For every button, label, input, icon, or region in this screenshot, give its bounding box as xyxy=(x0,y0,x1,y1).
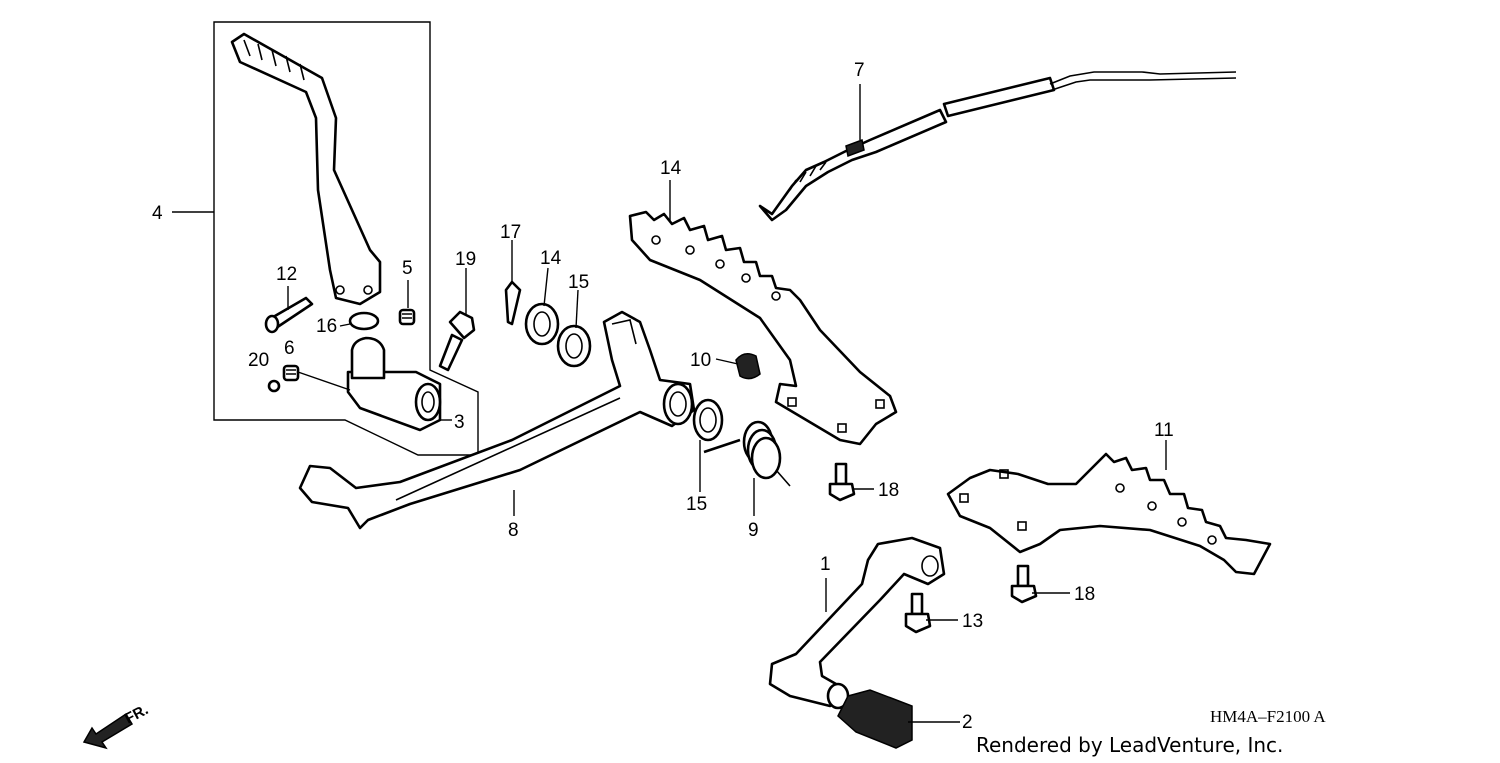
callout-15-upper: 15 xyxy=(568,272,589,293)
washer-15-upper[interactable] xyxy=(556,324,592,368)
pedal-rubber[interactable] xyxy=(837,689,913,749)
callout-13: 13 xyxy=(962,611,983,632)
front-direction-marker: FR. xyxy=(82,701,151,750)
o-ring-16[interactable] xyxy=(348,311,380,331)
callout-18-upper: 18 xyxy=(878,480,899,501)
gear-shift-pedal[interactable] xyxy=(768,536,946,710)
callout-10: 10 xyxy=(690,350,711,371)
callout-15-lower: 15 xyxy=(686,494,707,515)
callout-19: 19 xyxy=(455,249,476,270)
return-spring[interactable] xyxy=(703,420,791,487)
bolt-18-lower[interactable] xyxy=(1010,564,1038,604)
bolt-18-upper[interactable] xyxy=(828,462,856,502)
cotter-pin-17[interactable] xyxy=(504,280,522,326)
callout-18-lower: 18 xyxy=(1074,584,1095,605)
washer-14-upper[interactable] xyxy=(524,302,560,346)
callout-16: 16 xyxy=(316,316,337,337)
bolt-12[interactable] xyxy=(264,296,314,334)
brake-pedal[interactable] xyxy=(298,310,696,530)
callout-12: 12 xyxy=(276,264,297,285)
diagram-code: HM4A–F2100 A xyxy=(1210,707,1326,726)
callout-20: 20 xyxy=(248,350,269,371)
callout-1: 1 xyxy=(820,554,831,575)
callout-11: 11 xyxy=(1154,420,1174,441)
kick-starter-spindle[interactable] xyxy=(346,336,442,432)
render-credit: Rendered by LeadVenture, Inc. xyxy=(976,733,1283,757)
callout-17: 17 xyxy=(500,222,521,243)
kick-starter-arm[interactable] xyxy=(230,32,382,306)
rear-brake-cable[interactable] xyxy=(758,71,1237,222)
front-arrow-icon xyxy=(82,712,134,750)
callout-14-washer: 14 xyxy=(540,248,562,269)
callout-2: 2 xyxy=(962,712,973,733)
callout-3: 3 xyxy=(454,412,465,433)
bolt-19[interactable] xyxy=(438,310,476,372)
washer-15-lower[interactable] xyxy=(692,398,724,442)
callout-4: 4 xyxy=(152,203,163,224)
set-screw-5[interactable] xyxy=(398,308,416,326)
callout-14-footpeg: 14 xyxy=(660,158,682,179)
callout-7: 7 xyxy=(854,60,865,81)
set-screw-6[interactable] xyxy=(282,364,300,382)
callout-5: 5 xyxy=(402,258,413,279)
callout-8: 8 xyxy=(508,520,519,541)
bolt-13[interactable] xyxy=(904,592,932,634)
callout-6: 6 xyxy=(284,338,295,359)
left-footpeg[interactable] xyxy=(946,452,1272,576)
leader-lines xyxy=(287,84,1167,723)
callouts: 7 14 4 12 5 19 17 14 15 16 6 20 3 10 11 … xyxy=(152,60,1174,733)
callout-9: 9 xyxy=(748,520,759,541)
right-footpeg[interactable] xyxy=(628,210,898,446)
ball-20[interactable] xyxy=(267,379,281,393)
cap-10[interactable] xyxy=(735,353,761,380)
